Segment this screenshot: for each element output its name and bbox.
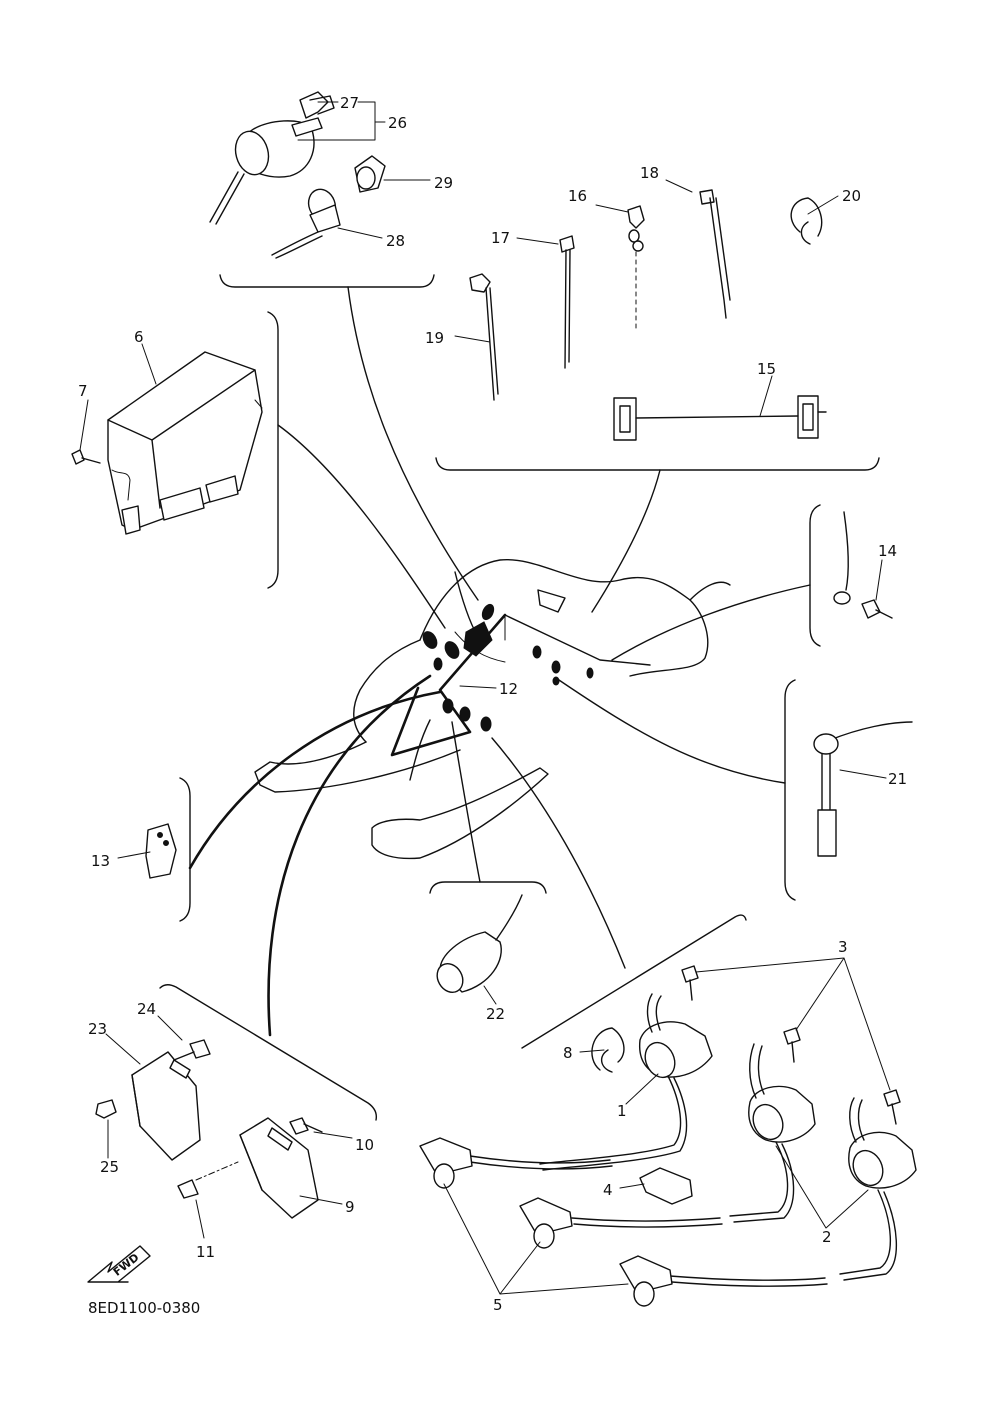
part-labels: 1 2 3 4 5 6 7 8 9 10 11 12 13 14 15 16 1… [78,94,907,1314]
part-label-6: 6 [134,328,144,346]
part-label-20: 20 [842,187,861,205]
part-label-22: 22 [486,1005,505,1023]
plug-cap-part-5 [419,1137,673,1307]
part-label-4: 4 [603,1181,613,1199]
earth-lead-part-14 [833,511,893,619]
chassis-frame [254,559,731,860]
harness-leader-lines [188,286,811,1037]
part-label-19: 19 [425,329,444,347]
part-label-28: 28 [386,232,405,250]
part-label-24: 24 [137,1000,156,1018]
part-label-13: 13 [91,852,110,870]
part-label-16: 16 [568,187,587,205]
part-label-14: 14 [878,542,897,560]
screw-part-7 [71,449,101,465]
part-label-15: 15 [757,360,776,378]
part-label-3: 3 [838,938,848,956]
relay-part-9 [239,1117,319,1219]
cdi-unit-part-6 [107,351,263,535]
ignition-coil-part-1 [539,993,713,1171]
bushing-part-29 [354,155,386,193]
drawing-code: 8ED1100-0380 [88,1299,200,1317]
part-label-29: 29 [434,174,453,192]
part-label-8: 8 [563,1044,573,1062]
band-part-19 [469,273,499,401]
nut-part-11 [177,1161,239,1199]
bolt-part-24 [173,1039,211,1061]
part-label-25: 25 [100,1158,119,1176]
plug-leads [469,1155,828,1287]
relay-part-13 [145,823,177,879]
part-label-26: 26 [388,114,407,132]
condenser-part-22 [436,894,523,994]
part-label-1: 1 [617,1102,627,1120]
part-label-27: 27 [340,94,359,112]
part-label-5: 5 [493,1296,503,1314]
part-label-12: 12 [499,680,518,698]
clamp-part-16 [627,205,645,331]
part-label-21: 21 [888,770,907,788]
band-part-18 [699,189,731,319]
rectifier-part-23 [131,1051,201,1161]
screws-part-3 [681,965,901,1125]
clip-part-20 [790,197,823,245]
ignition-coil-part-2b [839,1097,917,1281]
part-label-11: 11 [196,1243,215,1261]
band-part-15 [613,395,827,441]
part-label-9: 9 [345,1198,355,1216]
handlebar-switch-part-28 [271,188,341,259]
part-label-7: 7 [78,382,88,400]
ignition-coil-part-2a [729,1043,816,1223]
part-label-10: 10 [355,1136,374,1154]
part-label-23: 23 [88,1020,107,1038]
clip-part-8 [591,1027,625,1073]
part-label-17: 17 [491,229,510,247]
group-brackets [159,274,880,1121]
holder-part-4 [639,1167,693,1205]
callout-leaders [79,101,891,1295]
part-label-18: 18 [640,164,659,182]
sensor-part-21 [813,721,913,857]
bolt-part-10 [289,1117,323,1135]
nut-part-25 [95,1099,117,1119]
band-part-17 [559,235,575,369]
part-label-2: 2 [822,1228,832,1246]
fwd-arrow: FWD [87,1245,151,1283]
